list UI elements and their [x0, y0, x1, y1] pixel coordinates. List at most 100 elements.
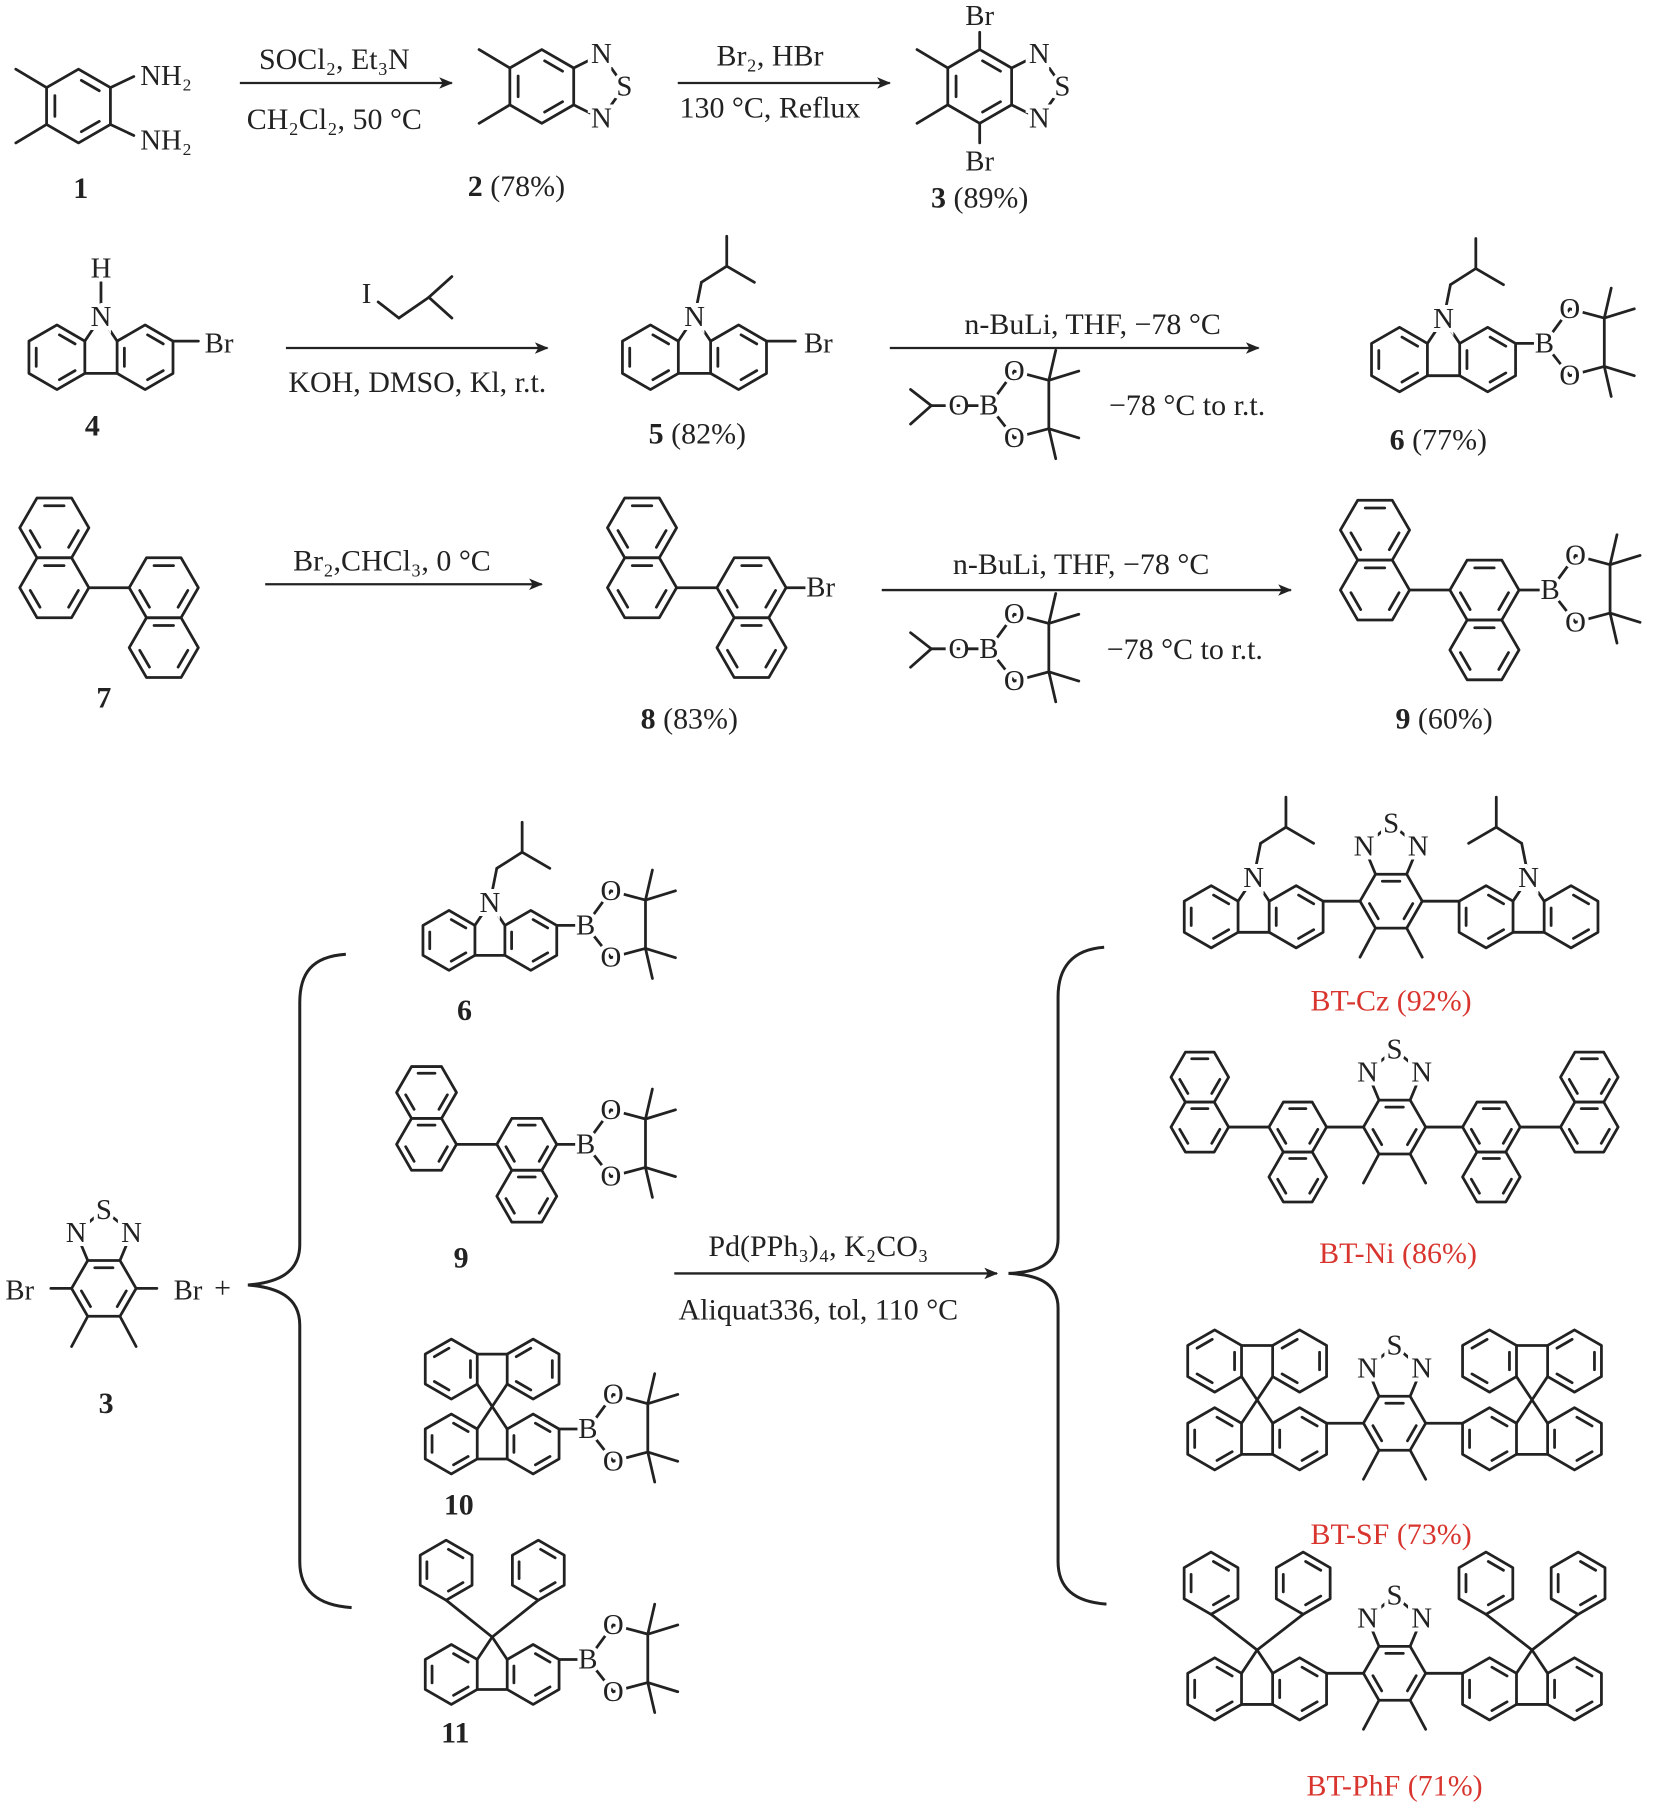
bond — [1195, 1337, 1214, 1350]
bond — [490, 1405, 509, 1431]
atom-o: O — [1565, 539, 1586, 571]
bond — [1530, 1612, 1580, 1652]
bond — [1497, 591, 1510, 611]
compound-label-4: 4 — [85, 410, 100, 443]
bond — [1255, 1398, 1275, 1425]
bond — [1467, 825, 1498, 845]
bottom-label-11: 11 — [441, 1716, 469, 1749]
bond — [609, 947, 647, 960]
benzene-ring — [715, 616, 788, 679]
bond — [1572, 893, 1590, 906]
bond — [1362, 1698, 1381, 1731]
bond — [646, 1393, 680, 1406]
bond — [1047, 348, 1058, 382]
bond — [644, 1166, 677, 1179]
bond — [1543, 342, 1572, 378]
bond — [611, 1393, 650, 1406]
bond — [1047, 670, 1081, 683]
bond — [586, 1623, 615, 1661]
bond — [1579, 1560, 1598, 1572]
bond — [1442, 317, 1462, 345]
bond — [1215, 1415, 1234, 1428]
bond — [1210, 1078, 1222, 1095]
bond — [1252, 876, 1271, 903]
atom-n: N — [91, 301, 112, 333]
bond — [644, 1108, 677, 1121]
bond — [539, 1581, 557, 1593]
bond — [1497, 651, 1510, 671]
bond — [1459, 651, 1472, 671]
bond — [739, 333, 759, 346]
bond — [1602, 286, 1613, 320]
bond — [534, 1685, 552, 1697]
bond — [514, 1346, 533, 1359]
plus-sign: + — [214, 1272, 231, 1305]
bond — [1567, 1078, 1579, 1095]
atom-o: O — [1565, 606, 1586, 638]
bond — [118, 1231, 133, 1262]
bond — [537, 1145, 550, 1163]
bond — [586, 1393, 615, 1431]
atom-s: S — [96, 1194, 112, 1226]
bond — [1548, 588, 1577, 624]
bond — [1210, 1127, 1222, 1145]
bond — [1371, 1128, 1384, 1147]
bond — [1012, 427, 1051, 440]
atom-b: B — [576, 1128, 595, 1160]
atom-br: Br — [965, 0, 994, 32]
bond — [1012, 612, 1051, 625]
reagent-130c-reflux: 130 °C, Reflux — [680, 92, 861, 125]
reagent-br2-chcl3: Br₂,CHCl₃, 0 °C — [293, 544, 491, 577]
reagent-warm-rt: −78 °C to r.t. — [1109, 389, 1265, 422]
bond — [1389, 822, 1420, 848]
bond — [1387, 591, 1401, 611]
bond — [611, 1681, 650, 1694]
bond — [1212, 1594, 1230, 1607]
bond — [1599, 1078, 1611, 1095]
bond — [109, 123, 136, 137]
bond — [1297, 928, 1316, 940]
bond — [693, 280, 703, 319]
bond — [490, 1635, 509, 1661]
benzene-ring — [1169, 1050, 1231, 1104]
atom-n: N — [1411, 1056, 1432, 1088]
bond — [1530, 1398, 1549, 1425]
bond — [1178, 1078, 1190, 1095]
bond — [1602, 365, 1636, 378]
bond — [1297, 893, 1316, 906]
bond — [644, 889, 677, 902]
benzene-ring — [606, 496, 678, 560]
reagent-warm-rt-2: −78 °C to r.t. — [1107, 633, 1263, 666]
product-label-bt-ni: BT-Ni (86%) — [1319, 1237, 1477, 1270]
atom-n: N — [1029, 38, 1050, 70]
bond — [1308, 1177, 1320, 1195]
compound-label-9: 9 (60%) — [1395, 702, 1492, 735]
atom-b: B — [578, 1643, 597, 1675]
bond — [452, 1421, 470, 1433]
bond — [432, 1346, 451, 1359]
atom-n: N — [591, 103, 612, 135]
bond — [599, 52, 626, 88]
bond — [490, 1382, 509, 1408]
bond — [1212, 928, 1231, 940]
atom-br: Br — [5, 1275, 34, 1307]
bond — [449, 918, 468, 930]
atom-n: N — [1411, 1353, 1432, 1385]
bond — [543, 59, 564, 73]
product-label-bt-phf: BT-PhF (71%) — [1306, 1769, 1482, 1802]
bond — [1470, 1372, 1489, 1385]
atom-br: Br — [205, 327, 234, 359]
bond — [67, 589, 80, 609]
bond — [534, 1652, 552, 1664]
bond — [586, 1427, 615, 1463]
bond — [739, 369, 759, 382]
atom-s: S — [1383, 808, 1399, 840]
bond — [1368, 902, 1380, 921]
atom-s: S — [1387, 1580, 1403, 1612]
bond — [57, 369, 77, 382]
bond — [146, 369, 165, 382]
bond — [432, 1380, 451, 1392]
atom-o: O — [949, 390, 970, 422]
compound-label-3: 3 (89%) — [931, 181, 1028, 214]
